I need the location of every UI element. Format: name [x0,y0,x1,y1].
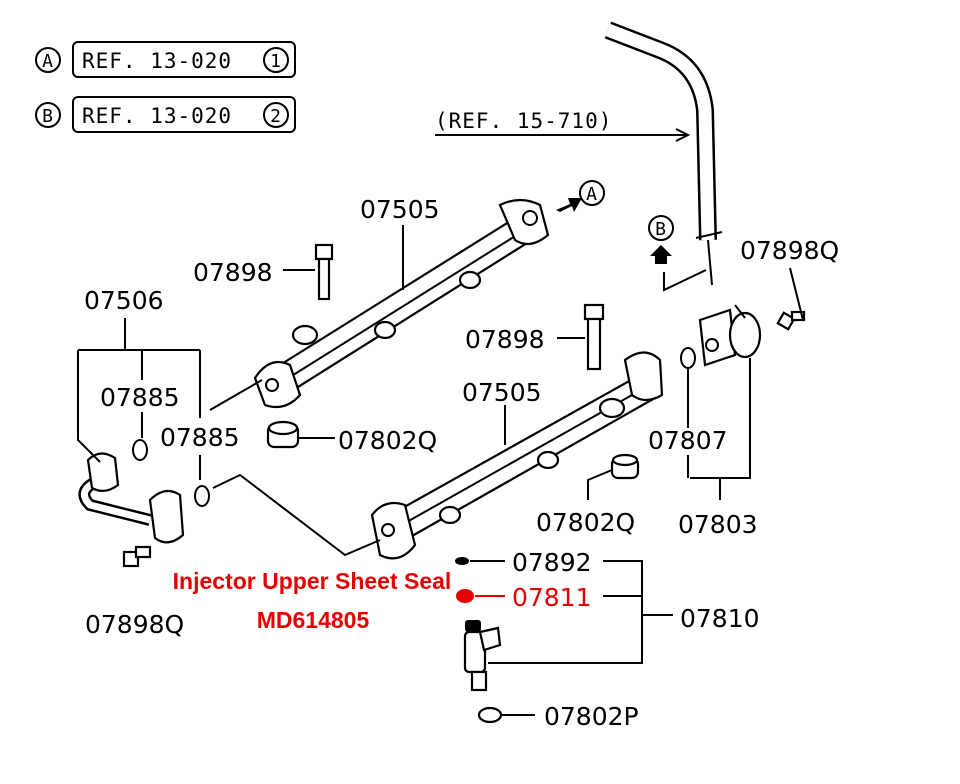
oring-left [132,439,148,461]
ref-b-label: REF. 13-020 [82,104,232,128]
marker-a: A [586,184,598,205]
label-upper-seal: 07811 [512,583,592,612]
label-regulator-oring: 07807 [648,426,728,455]
ref-b-marker: B [42,106,54,127]
oring-regulator [680,347,696,369]
label-injector: 07810 [680,604,760,633]
upper-seal [456,589,474,603]
bolt-lower [583,303,605,371]
label-rail-upper: 07505 [360,195,440,224]
label-bolt-upper: 07898 [193,258,273,287]
label-insulator-upper: 07802Q [338,426,437,455]
arrow-to-b: B [648,215,707,292]
label-regulator: 07803 [678,510,758,539]
label-insulator-lower: 07802Q [536,508,635,537]
arrow-icon [650,245,672,264]
arrow-to-a: A [556,180,605,212]
ref-b-num: 2 [270,106,282,127]
label-pipe: 07506 [84,286,164,315]
ref-a-marker: A [42,51,54,72]
pressure-regulator [698,304,762,367]
oring-right [194,485,210,507]
insulator-upper [266,420,300,449]
lower-insulator [477,706,503,724]
arrow-icon [556,198,582,212]
insulator-lower [610,453,640,480]
arrow-icon [675,128,691,142]
bolt-regulator [776,310,806,331]
injector [463,620,502,692]
ref-a-num: 1 [270,51,282,72]
annotation-title: Injector Upper Sheet Seal [173,568,452,594]
bolt-upper [314,243,334,301]
marker-b: B [655,219,667,240]
label-oring-right: 07885 [160,423,240,452]
label-pipe-bolt: 07898Q [85,610,184,639]
upper-fuel-rail [253,198,550,409]
bolt-pipe [122,545,152,568]
connecting-pipe [78,452,185,544]
ref-a-label: REF. 13-020 [82,49,232,73]
label-rail-lower: 07505 [462,378,542,407]
fuel-hose [604,21,723,286]
annotation-part-number: MD614805 [257,607,370,633]
injector-oring [455,557,469,565]
label-bolt-lower: 07898 [465,325,545,354]
label-lower-insulator: 07802P [544,702,639,731]
ref-b: B REF. 13-020 2 [35,96,296,133]
label-injector-oring: 07892 [512,548,592,577]
label-oring-left: 07885 [100,383,180,412]
label-regulator-bolt: 07898Q [740,236,839,265]
ref-pipe-label: (REF. 15-710) [435,109,612,133]
ref-a: A REF. 13-020 1 [35,41,296,78]
lower-fuel-rail [370,351,664,560]
leader-lines [77,225,804,716]
